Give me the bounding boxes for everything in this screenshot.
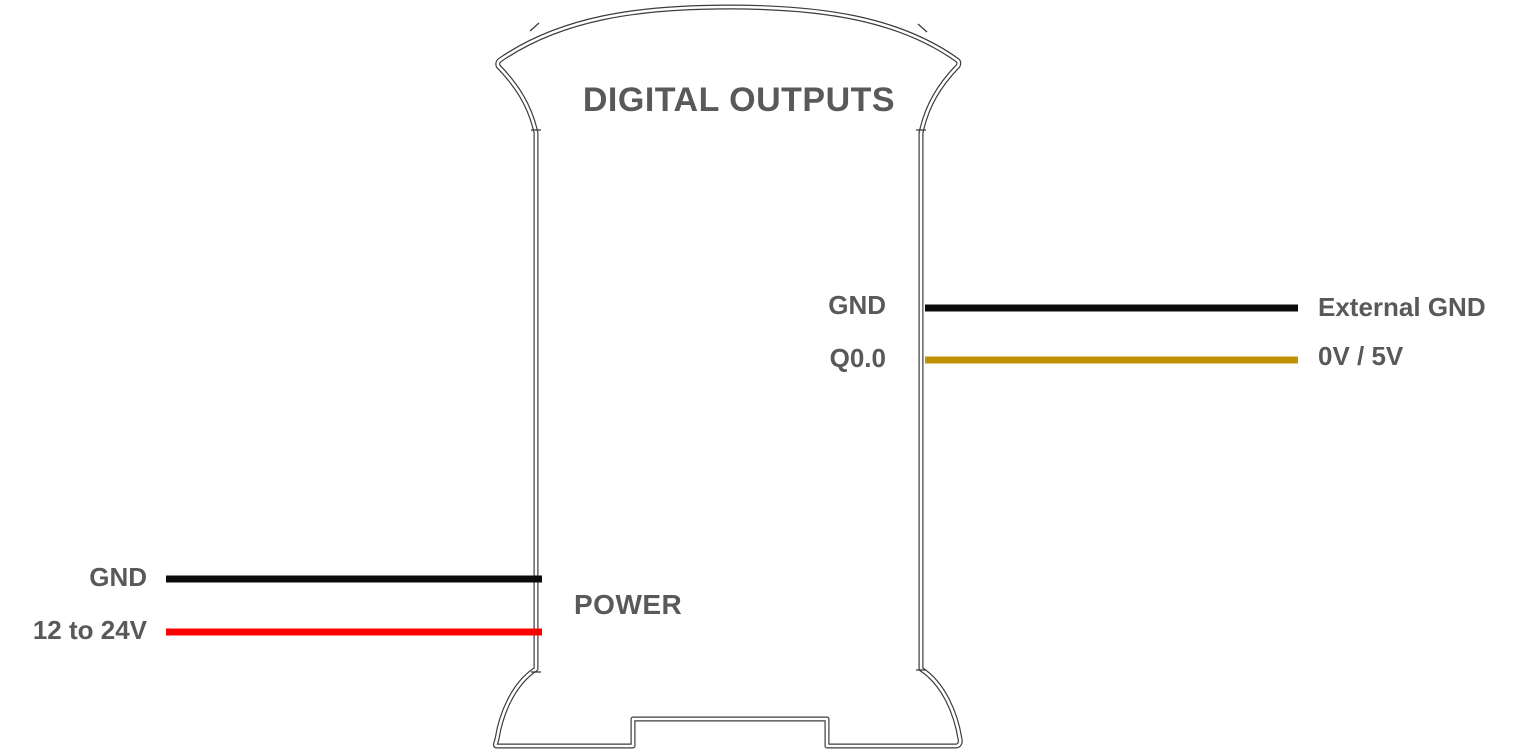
segment-joint-ticks bbox=[529, 22, 928, 673]
pin-label-gnd-left: GND bbox=[89, 562, 147, 592]
output-voltage-label: 0V / 5V bbox=[1318, 341, 1404, 371]
power-section-label: POWER bbox=[574, 589, 683, 620]
device-title: DIGITAL OUTPUTS bbox=[582, 81, 896, 119]
pin-label-q00: Q0.0 bbox=[829, 343, 886, 373]
supply-voltage-label: 12 to 24V bbox=[32, 615, 147, 645]
pin-label-gnd-right: GND bbox=[828, 290, 886, 320]
external-gnd-label: External GND bbox=[1318, 292, 1486, 322]
plc-case-inner-line bbox=[494, 5, 962, 748]
